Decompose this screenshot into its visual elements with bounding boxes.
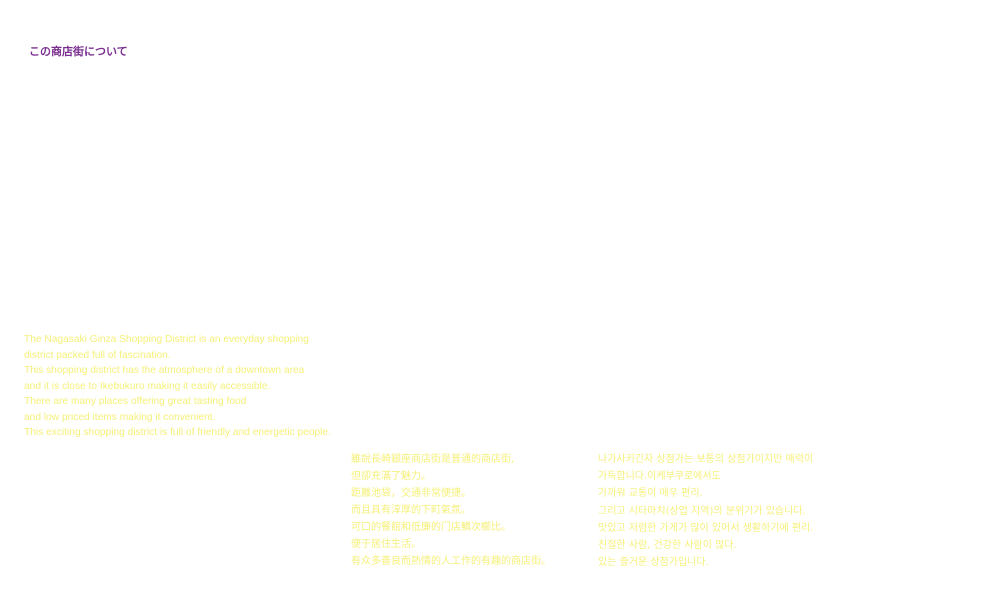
english-description: The Nagasaki Ginza Shopping District is … <box>24 332 331 441</box>
chinese-line: 而且具有淳厚的下町氣氛。 <box>351 505 471 516</box>
korean-line: 가득합니다.이케부쿠로에서도 <box>598 471 721 483</box>
english-line: and it is close to Ikebukuro making it e… <box>24 380 271 392</box>
english-line: The Nagasaki Ginza Shopping District is … <box>24 334 309 345</box>
korean-line: 가까워 교통이 매우 편리. <box>598 488 703 500</box>
english-line: This exciting shopping district is full … <box>24 427 331 438</box>
page-title: この商店街について <box>29 45 128 58</box>
chinese-line: 有众多善良而熱情的人工作的有趣的商店街。 <box>351 556 551 567</box>
korean-line: 나가사키긴자 상점가는 보통의 상점가이지만 매력이 <box>598 454 814 465</box>
korean-line: 있는 즐거운 상점가입니다. <box>598 557 709 569</box>
korean-description: 나가사키긴자 상점가는 보통의 상점가이지만 매력이 가득합니다.이케부쿠로에서… <box>598 451 813 571</box>
chinese-line: 可口的餐館和低廉的门店鱗次櫛比。 <box>351 522 511 533</box>
korean-line: 그리고 시타마치(상업 지역)의 분위기가 있습니다. <box>598 505 806 517</box>
english-line: There are many places offering great tas… <box>24 396 247 407</box>
korean-line: 친절한 사람, 건강한 사람이 많다. <box>598 540 737 552</box>
chinese-line: 便于居住生活。 <box>351 539 421 550</box>
chinese-line: 雖說長崎銀座商店街是普通的商店街, <box>351 454 515 465</box>
english-line: district packed full of fascination. <box>24 349 171 361</box>
korean-line: 맛있고 저렴한 가게가 많이 있어서 생활하기에 편리. <box>598 522 814 534</box>
english-line: This shopping district has the atmospher… <box>24 365 305 376</box>
english-line: and low priced items making it convenien… <box>24 411 216 423</box>
chinese-line: 但卻充滿了魅力。 <box>351 471 431 482</box>
chinese-description: 雖說長崎銀座商店街是普通的商店街, 但卻充滿了魅力。 距離池袋，交通非常便捷。 … <box>351 451 551 570</box>
chinese-line: 距離池袋，交通非常便捷。 <box>351 488 471 499</box>
